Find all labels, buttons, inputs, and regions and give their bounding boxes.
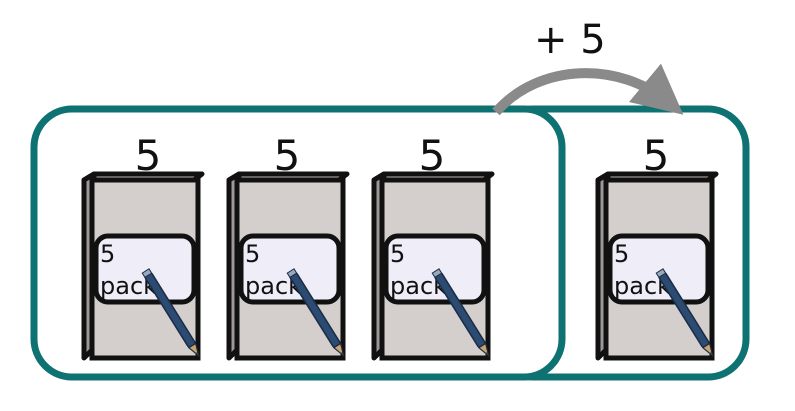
pack-label-number: 5 [614,240,629,268]
pencil-pack: 5 5 pack [595,131,719,361]
pencil-pack: 5 5 pack [371,131,495,361]
pencil-pack: 5 5 pack [226,131,350,361]
increment-label: + 5 [534,17,606,63]
pack-label-number: 5 [100,240,115,268]
pack-label-number: 5 [390,240,405,268]
pencil-pack: 5 5 pack [81,131,205,361]
curved-arrow-icon [492,63,684,116]
pack-label-number: 5 [245,240,260,268]
